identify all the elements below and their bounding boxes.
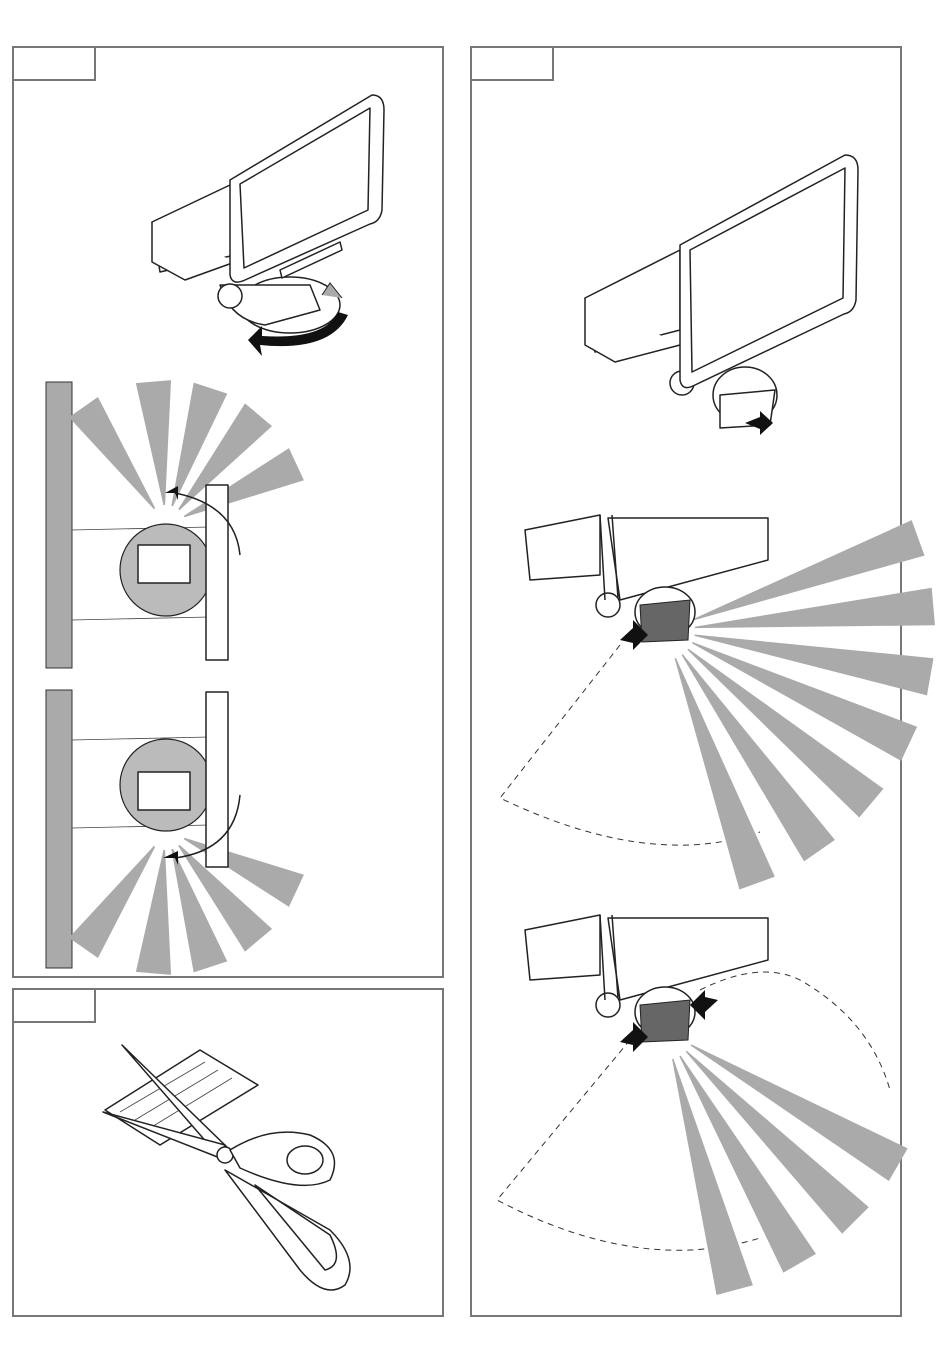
sensor-ray	[135, 849, 172, 975]
top-view-wall-down	[45, 689, 304, 975]
sensor-ray	[690, 1044, 908, 1181]
panel-rotate-adjust	[12, 46, 444, 978]
sensor-ray	[672, 1058, 753, 1296]
floodlight-sensor	[584, 154, 859, 435]
sensor-ray	[674, 657, 775, 890]
sensor-ray	[68, 845, 156, 959]
sensor-shutter-one-side	[499, 514, 935, 890]
scissors-cutting-strip	[102, 1044, 351, 1291]
sensor-ray	[694, 587, 935, 629]
press-arrow-icon	[690, 990, 718, 1020]
press-arrow-icon	[745, 411, 773, 435]
sensor-shutter-both-sides	[496, 914, 908, 1296]
press-arrow-icon	[620, 620, 648, 650]
sensor-ray	[692, 520, 925, 621]
sensor-ray	[694, 634, 934, 696]
rotate-arrow-icon	[174, 794, 241, 859]
wall	[45, 689, 73, 969]
rotate-arrow-icon	[248, 312, 348, 356]
shutter-strip	[104, 1049, 259, 1146]
sensor-ray	[679, 1055, 816, 1273]
sensor-ray	[685, 1050, 869, 1234]
panel-cut-strip	[12, 988, 444, 1317]
panel-frame	[12, 46, 444, 978]
sensor-ray	[681, 654, 835, 862]
sensor-ray	[171, 382, 228, 507]
rotate-arrow-icon	[174, 492, 241, 556]
press-arrow-icon	[620, 1022, 648, 1052]
wall	[45, 381, 73, 669]
sensor-ray	[687, 648, 884, 818]
sensor-ray	[68, 396, 156, 510]
sensor-ray	[691, 642, 918, 761]
sensor-ray	[178, 844, 273, 952]
panel-label-box	[470, 46, 554, 81]
floodlight-rotating	[151, 94, 385, 356]
sensor-ray	[171, 848, 228, 973]
panel-label-box	[12, 988, 96, 1023]
panel-frame	[12, 988, 444, 1317]
sensor-ray	[178, 403, 273, 511]
sensor-ray	[135, 380, 172, 506]
top-view-wall-up	[45, 380, 304, 669]
panel-label-box	[12, 46, 96, 81]
